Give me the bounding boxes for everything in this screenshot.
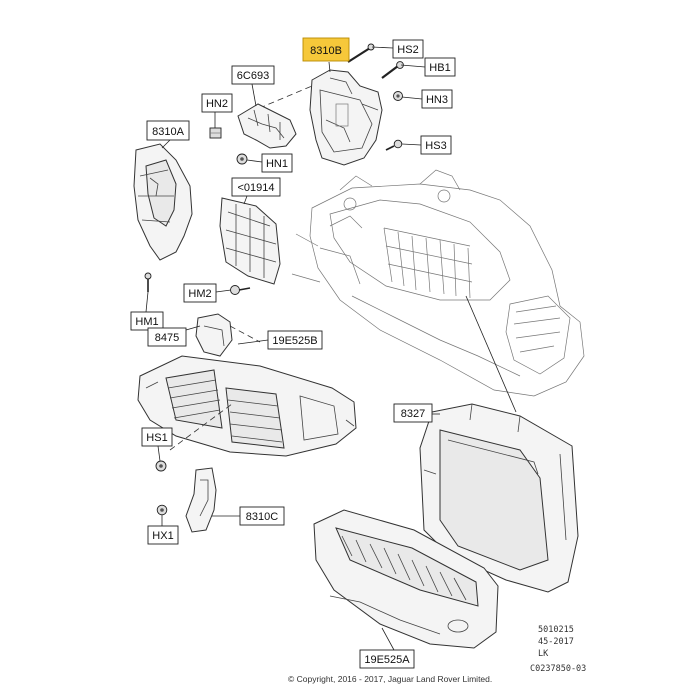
callout-01914-label: <01914 bbox=[237, 182, 274, 194]
callout-8310C[interactable]: 8310C bbox=[239, 506, 285, 526]
callout-HM2-label: HM2 bbox=[188, 288, 211, 300]
callout-8327-label: 8327 bbox=[401, 408, 425, 420]
callout-HX1[interactable]: HX1 bbox=[147, 525, 179, 545]
callout-HS1[interactable]: HS1 bbox=[141, 427, 173, 447]
callout-19E525B-label: 19E525B bbox=[272, 335, 317, 347]
callout-HM1-label: HM1 bbox=[135, 316, 158, 328]
screw-hs1 bbox=[155, 460, 167, 472]
fastener-hn3 bbox=[393, 91, 403, 101]
callout-HN1-label: HN1 bbox=[266, 158, 288, 170]
part-8327-frame bbox=[419, 403, 579, 593]
callout-01914[interactable]: <01914 bbox=[231, 177, 281, 197]
callout-HN2[interactable]: HN2 bbox=[201, 93, 233, 113]
part-01914-mesh bbox=[219, 197, 281, 285]
part-19E525A-deflector bbox=[313, 509, 499, 649]
callout-HB1-label: HB1 bbox=[429, 62, 450, 74]
callout-HN2-label: HN2 bbox=[206, 98, 228, 110]
pin-hm1 bbox=[144, 272, 152, 292]
callout-HS3-label: HS3 bbox=[425, 140, 446, 152]
callout-HN1[interactable]: HN1 bbox=[261, 153, 293, 173]
fastener-hs2 bbox=[347, 43, 375, 63]
callout-8327[interactable]: 8327 bbox=[393, 403, 433, 423]
callout-HN3[interactable]: HN3 bbox=[421, 89, 453, 109]
part-8310B-bracket bbox=[309, 69, 383, 166]
fastener-hm2 bbox=[230, 285, 251, 295]
callout-8310B[interactable]: 8310B bbox=[302, 37, 350, 62]
callout-8475-label: 8475 bbox=[155, 332, 179, 344]
callout-19E525A-label: 19E525A bbox=[364, 654, 410, 666]
part-6C693 bbox=[237, 103, 297, 149]
callout-HS2-label: HS2 bbox=[397, 44, 418, 56]
reference-code-1: 5010215 bbox=[538, 625, 574, 635]
copyright-notice: © Copyright, 2016 - 2017, Jaguar Land Ro… bbox=[288, 674, 492, 684]
callout-HM1[interactable]: HM1 bbox=[130, 311, 164, 331]
part-8310C-bracket bbox=[185, 467, 217, 533]
callout-HN3-label: HN3 bbox=[426, 94, 448, 106]
callout-HM2[interactable]: HM2 bbox=[183, 283, 217, 303]
part-8310A-duct bbox=[133, 143, 193, 261]
part-8475-bracket bbox=[195, 313, 261, 357]
callout-19E525B[interactable]: 19E525B bbox=[267, 330, 323, 350]
callout-HS3[interactable]: HS3 bbox=[420, 135, 452, 155]
part-19E525B-active-shutter bbox=[137, 355, 357, 457]
callout-8310B-label: 8310B bbox=[310, 45, 342, 57]
reference-code-4: C0237850-03 bbox=[530, 664, 586, 674]
reference-block: 5010215 45-2017 LK C0237850-03 bbox=[530, 625, 586, 674]
callout-HS2[interactable]: HS2 bbox=[392, 39, 424, 59]
vehicle-front-end bbox=[291, 169, 585, 413]
screw-hx1 bbox=[156, 504, 168, 516]
clip-hn2 bbox=[209, 127, 222, 139]
callout-8310A-label: 8310A bbox=[152, 126, 184, 138]
callout-8310A[interactable]: 8310A bbox=[146, 120, 190, 141]
fastener-hb1 bbox=[381, 61, 404, 79]
callout-8310C-label: 8310C bbox=[246, 511, 278, 523]
callout-6C693-label: 6C693 bbox=[237, 70, 269, 82]
callout-HX1-label: HX1 bbox=[152, 530, 173, 542]
nut-hn1 bbox=[236, 153, 248, 165]
callout-19E525A[interactable]: 19E525A bbox=[359, 649, 415, 669]
callout-HB1[interactable]: HB1 bbox=[424, 57, 456, 77]
fastener-hs3 bbox=[385, 139, 403, 151]
callout-6C693[interactable]: 6C693 bbox=[231, 65, 275, 85]
reference-code-2: 45-2017 bbox=[538, 637, 574, 647]
leader-lines bbox=[145, 46, 440, 651]
reference-code-3: LK bbox=[538, 649, 549, 659]
callout-HS1-label: HS1 bbox=[146, 432, 167, 444]
callout-8475[interactable]: 8475 bbox=[147, 327, 187, 347]
